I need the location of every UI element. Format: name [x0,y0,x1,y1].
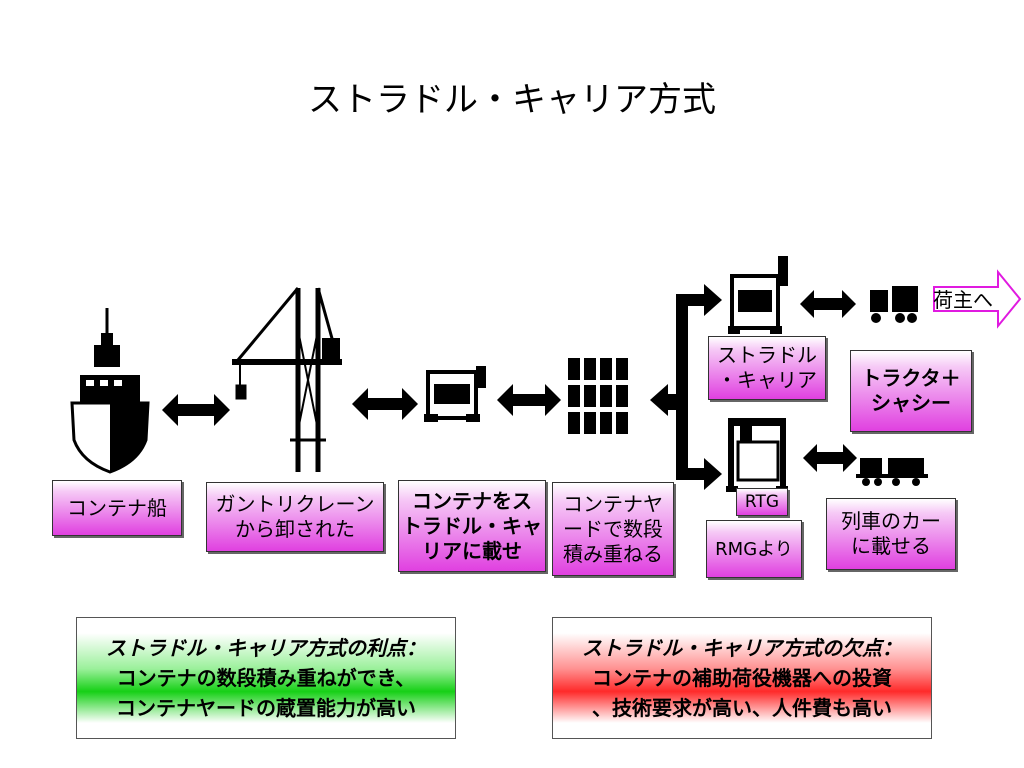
rtg-crane-icon [726,418,788,492]
straddle-carrier-label: ストラドル ・キャリア [708,336,826,400]
train-icon [856,458,928,486]
ship-label: コンテナ船 [52,480,182,536]
rtg-label: RTG [736,488,788,516]
straddle-carrier-icon [424,366,486,422]
advantage-line-2: コンテナヤードの蔵置能力が高い [116,696,416,720]
ship-icon [70,308,150,474]
disadvantage-line-1: コンテナの補助荷役機器への投資 [592,666,892,690]
disadvantage-text: ストラドル・キャリア方式の欠点： コンテナの補助荷役機器への投資 、技術要求が高… [553,633,931,723]
disadvantage-line-2: 、技術要求が高い、人件費も高い [592,696,892,720]
page-title: ストラドル・キャリア方式 [308,80,716,120]
straddle-carrier-icon-2 [728,256,788,334]
disadvantage-heading: ストラドル・キャリア方式の欠点： [582,636,902,660]
tractor-chassis-label: トラクタ＋ シャシー [850,350,972,432]
advantage-text: ストラドル・キャリア方式の利点： コンテナの数段積み重ねができ、 コンテナヤード… [77,633,455,723]
stack-label: コンテナヤ ードで数段 積み重ねる [552,482,674,576]
disadvantage-note: ストラドル・キャリア方式の欠点： コンテナの補助荷役機器への投資 、技術要求が高… [552,617,932,739]
advantage-line-1: コンテナの数段積み重ねができ、 [116,666,416,690]
branch-arrow-icon [650,284,722,490]
gantry-crane-icon [232,287,342,472]
shipper-label: 荷主へ [933,288,993,312]
container-stack-icon [568,358,628,434]
rmg-label: RMGより [706,520,802,578]
gantry-label: ガントリクレーン から卸された [206,482,384,552]
advantage-heading: ストラドル・キャリア方式の利点： [106,636,426,660]
train-car-label: 列車のカー に載せる [826,498,956,570]
advantage-note: ストラドル・キャリア方式の利点： コンテナの数段積み重ねができ、 コンテナヤード… [76,617,456,739]
shipper-arrow-icon [933,269,1022,329]
load-straddle-label: コンテナをス トラドル・キャ リアに載せ [398,480,546,572]
tractor-truck-icon [870,286,918,323]
double-arrow-icon [162,290,857,472]
